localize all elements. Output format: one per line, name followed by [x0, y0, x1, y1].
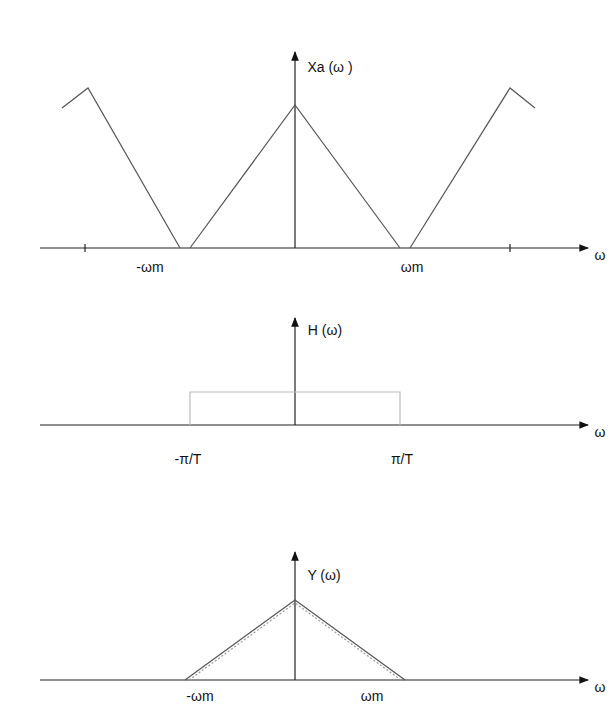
amp-axis: [294, 318, 295, 425]
spectrum-base: [190, 105, 400, 248]
spectrum-copy: [410, 88, 535, 248]
output-spectrum: [185, 600, 405, 680]
frequency-mark: ωm: [360, 689, 385, 704]
frequency-mark: -ωm: [185, 689, 214, 704]
frequency-mark: -π/T: [174, 452, 203, 467]
lowpass-filter: [190, 392, 400, 425]
amp-axis: [294, 552, 295, 680]
freq-axis: [40, 679, 588, 680]
output-spectrum: [189, 603, 401, 680]
freq-axis: [40, 247, 588, 248]
plot-title: Xa (ω ): [306, 60, 353, 75]
axis-label: ω: [594, 680, 607, 695]
frequency-mark: -ωm: [135, 260, 164, 275]
tick: [509, 244, 510, 252]
plot-title: Y (ω): [306, 568, 341, 583]
frequency-mark: π/T: [390, 452, 414, 467]
axis-label: ω: [594, 248, 607, 263]
axis-label: ω: [594, 425, 607, 440]
plot-title: H (ω): [307, 323, 343, 338]
amp-axis: [294, 52, 295, 248]
h-plot: [40, 318, 588, 425]
spectrum-copy: [62, 88, 180, 248]
y-plot: [40, 552, 588, 680]
tick: [84, 244, 85, 252]
freq-axis: [40, 424, 588, 425]
xa-plot: [40, 52, 588, 252]
frequency-mark: ωm: [400, 260, 425, 275]
